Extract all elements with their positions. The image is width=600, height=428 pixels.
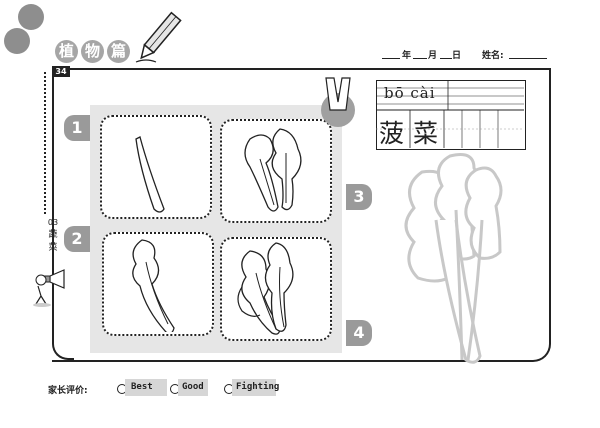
eval-tag-bg <box>178 379 208 396</box>
day-blank <box>440 58 452 59</box>
evaluation-label: 家长评价: <box>48 386 88 396</box>
page-frame <box>52 68 551 362</box>
eval-tag-bg <box>232 379 276 396</box>
spinach-stem-drawing <box>135 136 165 213</box>
decor-circle <box>4 28 30 54</box>
page-number: 34 <box>52 66 70 77</box>
pencil-icon <box>135 11 182 63</box>
decor-circle <box>18 4 44 30</box>
category-chip: 篇 <box>107 40 130 63</box>
spinach-two-leaves-drawing <box>244 128 302 212</box>
spinach-full-drawing <box>237 242 294 335</box>
side-title-char: 菜 <box>48 243 58 253</box>
category-chip: 物 <box>81 40 104 63</box>
day-label: 日 <box>452 51 462 61</box>
spinach-one-leaf-drawing <box>132 239 175 332</box>
eval-tag-bg <box>125 379 167 396</box>
eval-option-fighting[interactable]: Fighting <box>236 382 280 392</box>
step-number: 3 <box>346 184 372 210</box>
year-label: 年 <box>402 51 412 61</box>
step-number: 4 <box>346 320 372 346</box>
hanzi-char: 菜 <box>413 119 439 148</box>
page-frame-corner <box>52 68 74 360</box>
eval-option-good[interactable]: Good <box>182 382 204 392</box>
step-number: 1 <box>64 115 90 141</box>
name-blank <box>509 58 547 59</box>
side-chapter: 03 蔬 菜 <box>46 216 60 255</box>
month-label: 月 <box>428 51 438 61</box>
category-chip: 植 <box>55 40 78 63</box>
pinyin-text: bō cài <box>384 84 436 102</box>
side-number: 03 <box>47 218 59 227</box>
writing-grid-lines <box>376 80 524 148</box>
side-dotted-line <box>44 72 46 214</box>
hanzi-char: 菠 <box>379 119 405 148</box>
spinach-outline-guide <box>404 153 503 364</box>
eval-option-best[interactable]: Best <box>131 382 153 392</box>
writing-grid <box>376 80 526 150</box>
month-blank <box>413 58 427 59</box>
megaphone-figure-icon <box>33 269 65 307</box>
side-title-char: 蔬 <box>48 230 58 240</box>
name-label: 姓名: <box>482 51 504 61</box>
v-sign-icon <box>321 77 355 127</box>
year-blank <box>382 58 400 59</box>
step-number: 2 <box>64 226 90 252</box>
